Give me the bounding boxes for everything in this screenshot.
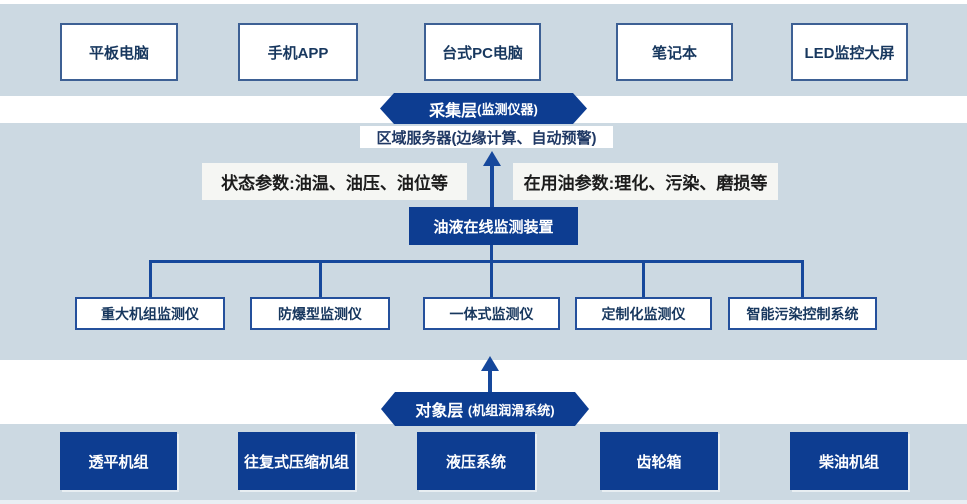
footer-strip xyxy=(0,500,967,504)
region-server-box: 区域服务器(边缘计算、自动预警) xyxy=(360,126,613,148)
collection-layer-title: 采集层 xyxy=(429,102,478,120)
tree-horizontal-line xyxy=(149,260,804,263)
tree-drop-line-2 xyxy=(319,260,322,297)
monitor-box-explosion-proof: 防爆型监测仪 xyxy=(250,297,390,330)
terminal-box-laptop: 笔记本 xyxy=(616,23,733,81)
terminal-box-desktop-pc: 台式PC电脑 xyxy=(424,23,541,81)
equipment-box-diesel-engine: 柴油机组 xyxy=(790,432,908,490)
equipment-box-hydraulic-system: 液压系统 xyxy=(417,432,535,490)
object-layer-title: 对象层 xyxy=(415,403,464,420)
tree-drop-line-4 xyxy=(642,260,645,297)
up-arrow-head-icon xyxy=(483,151,501,166)
monitor-box-integrated: 一体式监测仪 xyxy=(423,297,560,330)
up-arrow-stem xyxy=(488,370,492,392)
terminal-box-phone-app: 手机APP xyxy=(238,23,358,81)
tree-main-stem xyxy=(490,245,493,297)
status-parameters-label: 状态参数:油温、油压、油位等 xyxy=(202,163,467,200)
up-arrow-stem xyxy=(490,165,494,207)
object-layer-subtitle: (机组润滑系统) xyxy=(467,402,555,418)
collection-layer-banner: 采集层(监测仪器) xyxy=(380,93,587,124)
terminal-box-tablet: 平板电脑 xyxy=(60,23,178,81)
monitor-box-customized: 定制化监测仪 xyxy=(575,297,712,330)
up-arrow-head-icon xyxy=(481,356,499,371)
collection-layer-subtitle: (监测仪器) xyxy=(477,102,538,117)
terminal-box-led-screen: LED监控大屏 xyxy=(791,23,908,81)
equipment-box-gearbox: 齿轮箱 xyxy=(600,432,718,490)
tree-drop-line-5 xyxy=(801,260,804,297)
tree-drop-line-1 xyxy=(149,260,152,297)
online-monitoring-device-box: 油液在线监测装置 xyxy=(409,207,578,245)
equipment-box-reciprocating-compressor: 往复式压缩机组 xyxy=(238,432,355,490)
object-layer-banner: 对象层 (机组润滑系统) xyxy=(381,392,589,426)
oil-parameters-label: 在用油参数:理化、污染、磨损等 xyxy=(513,163,778,200)
monitor-box-pollution-control: 智能污染控制系统 xyxy=(728,297,877,330)
equipment-box-turbine: 透平机组 xyxy=(60,432,177,490)
monitor-box-major-units: 重大机组监测仪 xyxy=(75,297,225,330)
